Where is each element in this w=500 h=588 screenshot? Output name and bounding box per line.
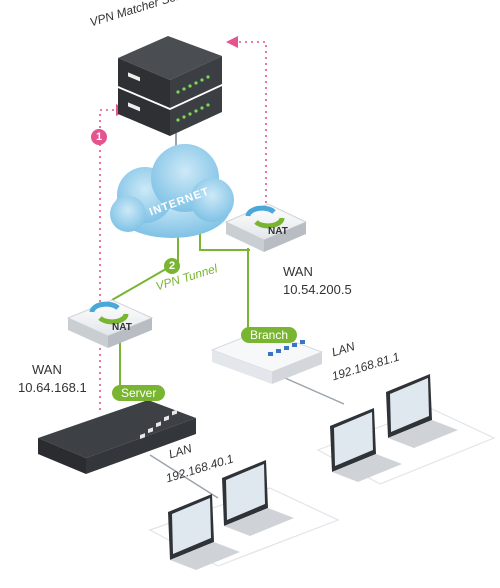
matcher-path-left bbox=[99, 109, 122, 410]
arrow-left-icon bbox=[226, 36, 238, 48]
internet-cloud-icon bbox=[110, 144, 234, 238]
nat-device-server bbox=[66, 299, 154, 348]
nat-label-branch: NAT bbox=[268, 226, 288, 237]
server-router-icon bbox=[38, 400, 196, 474]
branch-router-icon bbox=[210, 329, 324, 384]
branch-wan-label: WAN bbox=[283, 264, 313, 279]
matcher-path-right bbox=[232, 41, 267, 245]
branch-wan-ip: 10.54.200.5 bbox=[283, 282, 352, 297]
step-2-badge: 2 bbox=[164, 258, 180, 274]
nat-sync-icon bbox=[89, 301, 120, 313]
link-server-lan bbox=[149, 454, 219, 499]
server-wan-label: WAN bbox=[32, 362, 62, 377]
server-tag: Server bbox=[112, 385, 166, 401]
branch-tag: Branch bbox=[241, 327, 298, 343]
server-lan-laptops-icon bbox=[148, 460, 340, 570]
branch-lan-laptops-icon bbox=[316, 374, 496, 485]
matcher-server-icon bbox=[118, 36, 222, 136]
nat-device-branch bbox=[224, 203, 308, 252]
tunnel-line-right bbox=[199, 232, 250, 251]
link-branch-lan bbox=[284, 377, 345, 405]
server-wan-ip: 10.64.168.1 bbox=[18, 380, 87, 395]
nat-sync-icon bbox=[245, 205, 276, 217]
nat-label-server: NAT bbox=[112, 322, 132, 333]
step-1-badge: 1 bbox=[91, 129, 107, 145]
